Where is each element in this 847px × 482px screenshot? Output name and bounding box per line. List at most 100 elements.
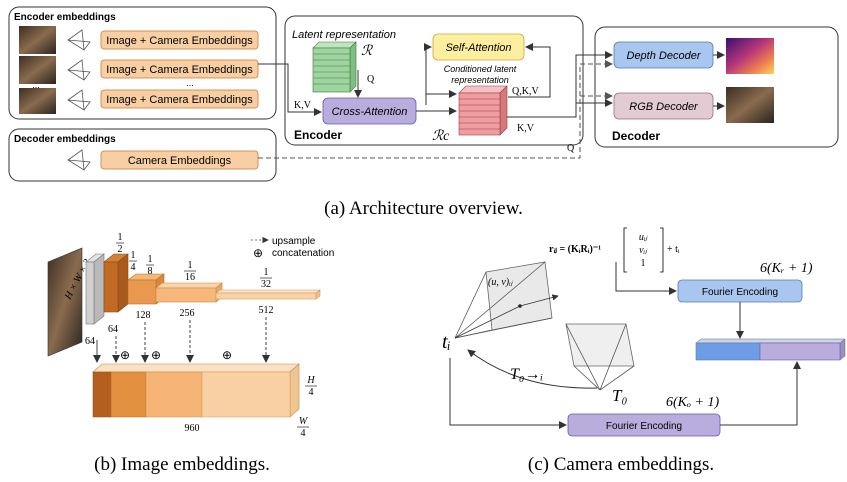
- ti-label: tᵢ: [442, 331, 451, 353]
- fourier-to-embedding-arrow: [720, 361, 801, 426]
- decoder-embeddings-title: Decoder embeddings: [14, 134, 116, 145]
- frac-half-den: 2: [118, 244, 123, 255]
- concat-slice-2: [110, 371, 147, 418]
- frac-thirtysecond-den: 32: [261, 279, 271, 290]
- room-photo-thumbnail: [19, 88, 56, 114]
- camera-embeddings-box: [100, 150, 259, 170]
- transform-arrow: [467, 349, 598, 389]
- room-photo-thumbnail: [19, 56, 56, 84]
- ch-64b-label: 64: [108, 324, 118, 335]
- ch-64a-label: 64: [85, 336, 95, 347]
- feature-map-half: [103, 261, 119, 313]
- frac-sixteenth-num: 1: [188, 260, 193, 271]
- image-camera-embeddings-box: [100, 30, 259, 50]
- frac-half-num: 1: [118, 232, 123, 243]
- vec-one: 1: [641, 258, 646, 269]
- image-camera-embeddings-box: [100, 59, 259, 79]
- encoder-block: Latent representation ℛ Q Cross-Attentio…: [284, 15, 584, 146]
- camera-frustum-icon: [67, 149, 91, 171]
- image-camera-label: Image + Camera Embeddings: [106, 64, 253, 76]
- out-w-den: 4: [301, 428, 306, 439]
- encoder-embeddings-panel: Encoder embeddings Image + Camera Embedd…: [8, 6, 277, 120]
- q-label: Q: [367, 74, 375, 85]
- self-attention-box: [432, 33, 525, 61]
- image-embeddings-panel: H × W × 3 1 2 1 4 1 8 1 16 1: [47, 232, 334, 439]
- feature-map-sixteenth: [155, 287, 217, 303]
- embedding-row: Image + Camera Embeddings: [19, 26, 259, 54]
- rgb-decoder-label: RGB Decoder: [629, 101, 699, 113]
- camera-frustum-icon: [67, 29, 91, 51]
- concat-slice-1: [92, 371, 112, 418]
- camera-embeddings-panel: rᵢⱼ = (KᵢRᵢ)⁻¹ uᵢⱼ vᵢⱼ 1 + tᵢ (u, v)ᵢⱼ t…: [442, 227, 846, 437]
- vec-u: uᵢⱼ: [639, 232, 649, 243]
- q-dashed-arrow: [258, 60, 613, 159]
- frac-eighth-num: 1: [148, 254, 153, 265]
- q-label-decoder: Q: [567, 143, 575, 154]
- embedding-row: Image + Camera Embeddings: [19, 88, 259, 114]
- feature-map-thirtysecond: [215, 292, 317, 300]
- conditioned-latent-line1: Conditioned latent: [444, 64, 517, 74]
- caption-b: (b) Image embeddings.: [94, 454, 270, 475]
- embedding-ray-part: [695, 342, 761, 361]
- legend-concat-symbol: ⊕: [253, 246, 263, 260]
- kr-dim-label: 6(Kᵣ + 1): [760, 261, 813, 276]
- image-camera-label: Image + Camera Embeddings: [106, 35, 253, 47]
- conditioned-latent-stack: [458, 85, 508, 136]
- decoder-embeddings-panel: Decoder embeddings Camera Embeddings: [8, 128, 277, 182]
- frac-thirtysecond-num: 1: [264, 267, 269, 278]
- out-h-den: 4: [309, 387, 314, 398]
- self-attention-label: Self-Attention: [445, 42, 511, 54]
- legend-upsample: upsample: [272, 236, 316, 247]
- encoder-embeddings-title: Encoder embeddings: [14, 12, 116, 23]
- ray-to-fourier-arrow: [615, 262, 677, 295]
- feature-map-eighth: [127, 279, 157, 305]
- concat-symbol-2: ⊕: [151, 348, 161, 362]
- concat-slice-4: [201, 371, 291, 418]
- conditioned-latent-line2: representation: [451, 75, 509, 85]
- fourier-top-label: Fourier Encoding: [702, 287, 778, 298]
- ko-dim-label: 6(Kₒ + 1): [666, 395, 719, 410]
- ray-formula: rᵢⱼ = (KᵢRᵢ)⁻¹: [549, 244, 601, 255]
- legend-concat: concatenation: [272, 248, 334, 259]
- cross-attention-label: Cross-Attention: [332, 106, 408, 118]
- camera-embeddings-label: Camera Embeddings: [128, 155, 232, 167]
- ch-256-label: 256: [180, 308, 195, 319]
- image-camera-label: Image + Camera Embeddings: [106, 94, 253, 106]
- kv-label-right: K,V: [517, 123, 535, 134]
- embedding-row: Image + Camera Embeddings: [19, 56, 259, 84]
- room-photo-thumbnail: [19, 26, 56, 54]
- uv-label: (u, v)ᵢⱼ: [488, 277, 514, 288]
- caption-c: (c) Camera embeddings.: [528, 454, 714, 475]
- concat-slice-3: [145, 371, 203, 418]
- ellipsis-right: ...: [186, 78, 194, 88]
- camera-frustum-icon: [67, 59, 91, 81]
- latent-stack: [312, 41, 357, 93]
- qkv-label: Q,K,V: [512, 86, 539, 97]
- plus-t: + tᵢ: [667, 244, 680, 255]
- frac-quarter-num: 1: [131, 250, 136, 261]
- t0-label: T₀: [612, 386, 627, 405]
- ellipsis-left: ...: [32, 80, 40, 90]
- latent-representation-label: Latent representation: [292, 29, 396, 41]
- t0i-label: T₀→ᵢ: [510, 366, 543, 383]
- ti-to-fourier-arrow: [449, 358, 567, 429]
- kv-label-left: K,V: [294, 100, 312, 111]
- kv-input-arrow: [258, 63, 322, 116]
- out-w-num: W: [299, 416, 309, 427]
- kv-to-depth-arrow: [507, 51, 613, 118]
- encoder-label: Encoder: [294, 128, 342, 142]
- stem-feature-slab: [85, 261, 95, 325]
- latent-symbol: ℛ: [361, 44, 373, 59]
- frac-eighth-den: 8: [148, 266, 153, 277]
- decoder-label: Decoder: [612, 129, 660, 143]
- camera-frustum-t0: [565, 323, 635, 391]
- caption-a: (a) Architecture overview.: [324, 198, 523, 219]
- out-h-num: H: [306, 375, 315, 386]
- embedding-origin-part: [759, 342, 841, 361]
- frac-quarter-den: 4: [131, 262, 136, 273]
- kv-to-rgb-arrow: [575, 99, 613, 107]
- ch-512-label: 512: [259, 305, 274, 316]
- conditioned-symbol: ℛc: [432, 129, 450, 144]
- concat-symbol-3: ⊕: [222, 348, 232, 362]
